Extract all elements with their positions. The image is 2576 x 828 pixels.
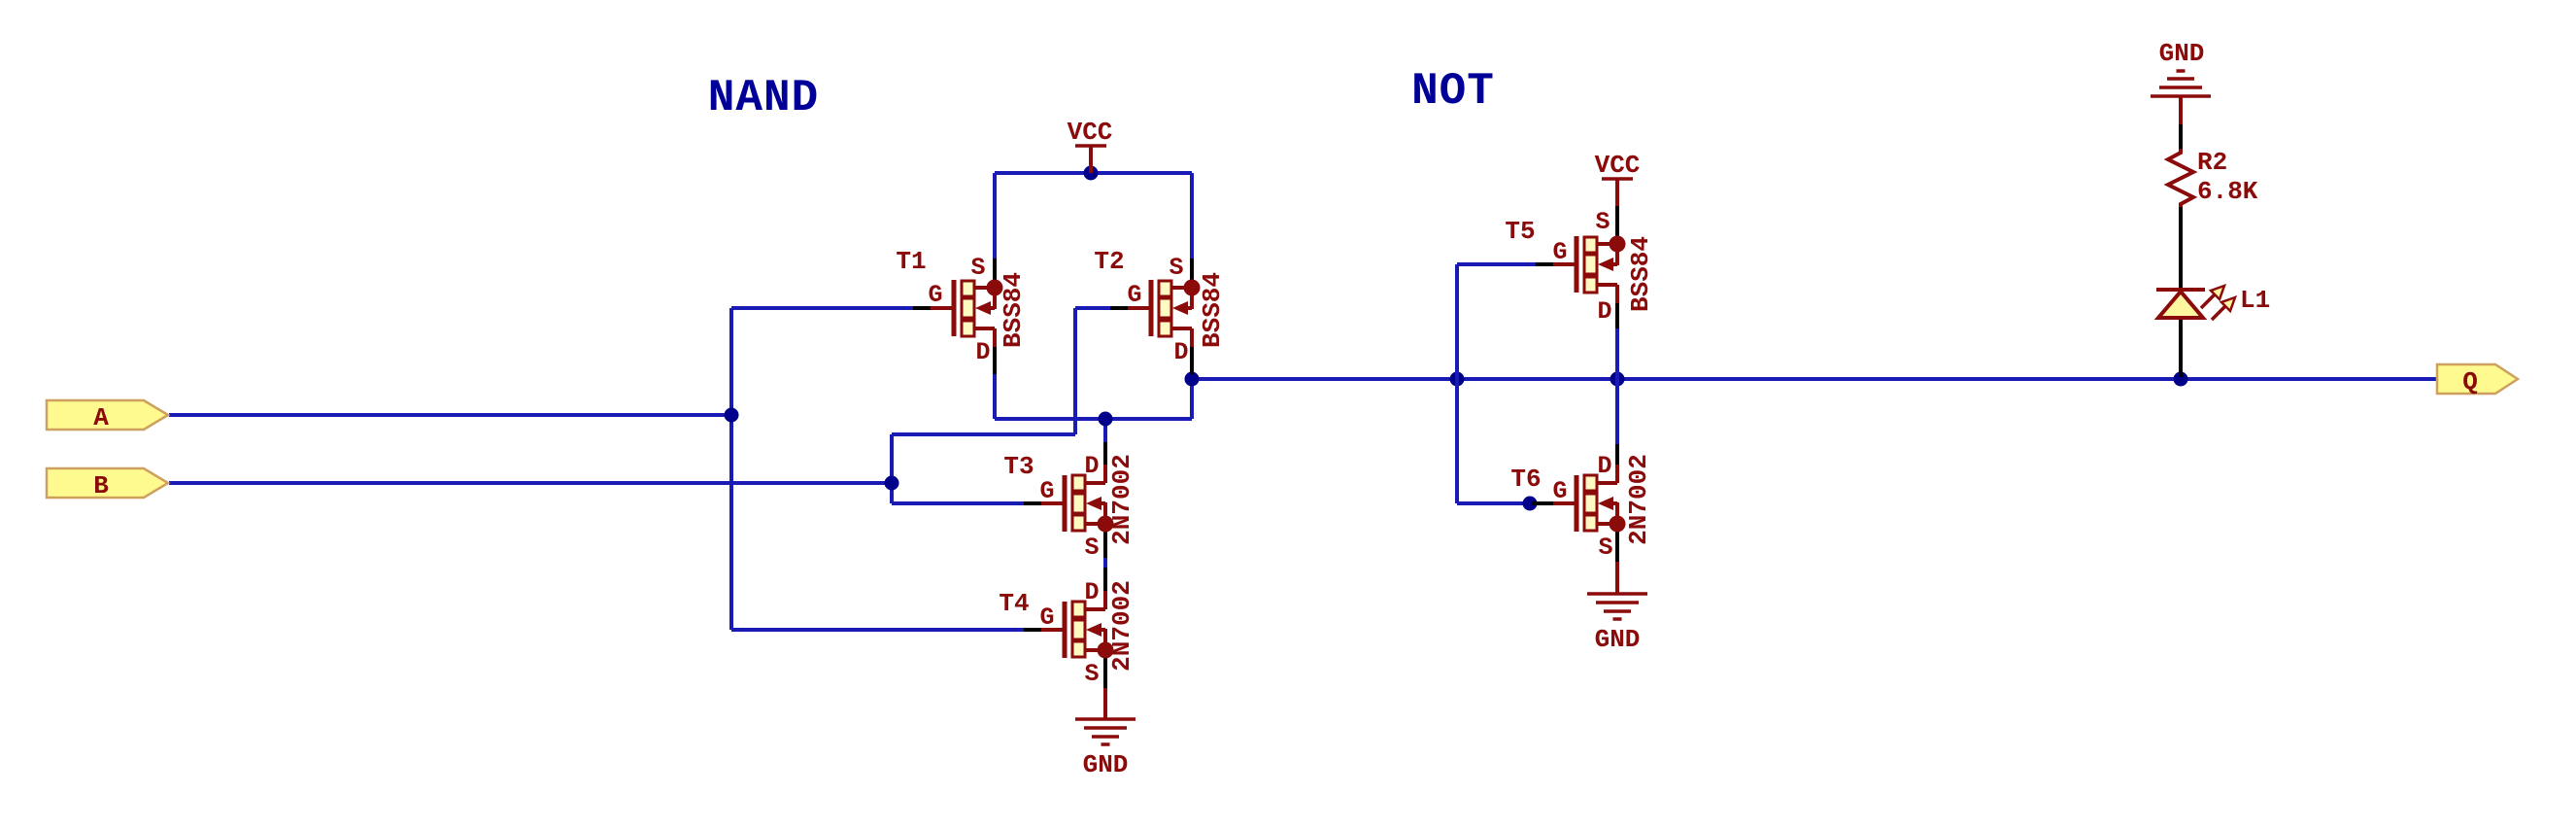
vcc-label: VCC [1068, 118, 1113, 147]
junction-dot [1184, 371, 1200, 387]
transistor-t2[interactable]: T2 G S D BSS84 [1094, 247, 1227, 374]
transistor-part-label: 2N7002 [1107, 580, 1136, 672]
junction-dot [2173, 371, 2188, 387]
gnd-label: GND [2159, 39, 2205, 68]
led-ref-label: L1 [2240, 286, 2270, 315]
led-emission-arrows-icon [2199, 283, 2238, 322]
pin-label-gate: G [928, 281, 942, 309]
pin-label-drain: D [1084, 452, 1099, 480]
gnd-symbol-not[interactable]: GND [1585, 562, 1649, 654]
wire-net-not-input[interactable] [1455, 262, 1538, 511]
pin-label-source: S [1598, 534, 1612, 562]
transistor-ref-label: T2 [1094, 247, 1124, 276]
input-flag-b[interactable]: B [45, 466, 171, 500]
transistor-ref-label: T1 [896, 247, 926, 276]
junction-dot [724, 407, 739, 423]
resistor-r2[interactable]: R2 6.8K [2163, 124, 2258, 289]
input-flag-a-shape [45, 398, 171, 431]
transistor-t3[interactable]: T3 G D S 2N7002 [1003, 442, 1136, 562]
pin-label-drain: D [1597, 452, 1611, 480]
junction-dot [884, 475, 899, 491]
gnd-label: GND [1083, 750, 1129, 779]
transistor-t4[interactable]: T4 G D S 2N7002 [999, 568, 1136, 688]
vcc-symbol-not[interactable]: VCC [1595, 151, 1641, 208]
wire-net-nand-output[interactable] [1184, 371, 2438, 387]
transistor-part-label: 2N7002 [1107, 454, 1136, 545]
pin-label-gate: G [1127, 281, 1141, 309]
pin-label-source: S [970, 254, 985, 282]
vcc-symbol-nand[interactable]: VCC [1068, 118, 1113, 175]
pin-label-source: S [1084, 660, 1099, 688]
junction-dot [1098, 411, 1113, 427]
transistor-part-label: BSS84 [1626, 236, 1655, 312]
pin-label-gate: G [1552, 477, 1567, 505]
transistor-ref-label: T6 [1510, 465, 1541, 494]
transistor-t6[interactable]: T6 G D S 2N7002 [1510, 444, 1653, 562]
transistor-ref-label: T4 [999, 589, 1029, 618]
transistor-part-label: 2N7002 [1624, 454, 1653, 545]
gnd-label: GND [1595, 625, 1641, 654]
pin-label-drain: D [975, 338, 990, 366]
pin-label-gate: G [1039, 604, 1054, 632]
transistor-part-label: BSS84 [999, 272, 1028, 348]
vcc-label: VCC [1595, 151, 1641, 180]
pin-label-gate: G [1552, 238, 1567, 266]
pin-label-source: S [1084, 534, 1099, 562]
pin-label-drain: D [1173, 338, 1188, 366]
transistor-t1[interactable]: T1 G S D BSS84 [896, 247, 1028, 374]
wire-net-input-a[interactable] [169, 306, 1024, 632]
transistor-ref-label: T3 [1003, 452, 1034, 481]
output-flag-q-label: Q [2462, 367, 2478, 397]
pin-label-source: S [1595, 208, 1610, 236]
transistor-t5[interactable]: T5 G S D BSS84 [1505, 206, 1655, 328]
resistor-value-label: 6.8K [2197, 177, 2258, 206]
pin-label-gate: G [1039, 477, 1054, 505]
input-flag-a-label: A [93, 403, 109, 432]
led-l1[interactable]: L1 [2153, 283, 2270, 377]
input-flag-b-label: B [93, 471, 109, 500]
pin-label-drain: D [1084, 578, 1099, 606]
pin-label-drain: D [1597, 297, 1611, 326]
nand-section-label: NAND [708, 73, 819, 123]
transistor-ref-label: T5 [1505, 217, 1535, 246]
input-flag-b-shape [45, 466, 171, 500]
pin-label-source: S [1169, 254, 1183, 282]
resistor-ref-label: R2 [2197, 148, 2227, 177]
gnd-symbol-led-branch[interactable]: GND [2149, 39, 2213, 124]
led-triangle [2153, 288, 2208, 320]
transistor-part-label: BSS84 [1198, 272, 1227, 348]
wire-net-input-b[interactable] [169, 306, 1110, 505]
output-flag-q[interactable]: Q [2435, 362, 2521, 397]
gnd-symbol-nand[interactable]: GND [1073, 688, 1137, 779]
not-section-label: NOT [1411, 66, 1495, 117]
junction-dot [1522, 496, 1538, 511]
output-flag-q-shape [2435, 362, 2521, 396]
input-flag-a[interactable]: A [45, 398, 171, 432]
